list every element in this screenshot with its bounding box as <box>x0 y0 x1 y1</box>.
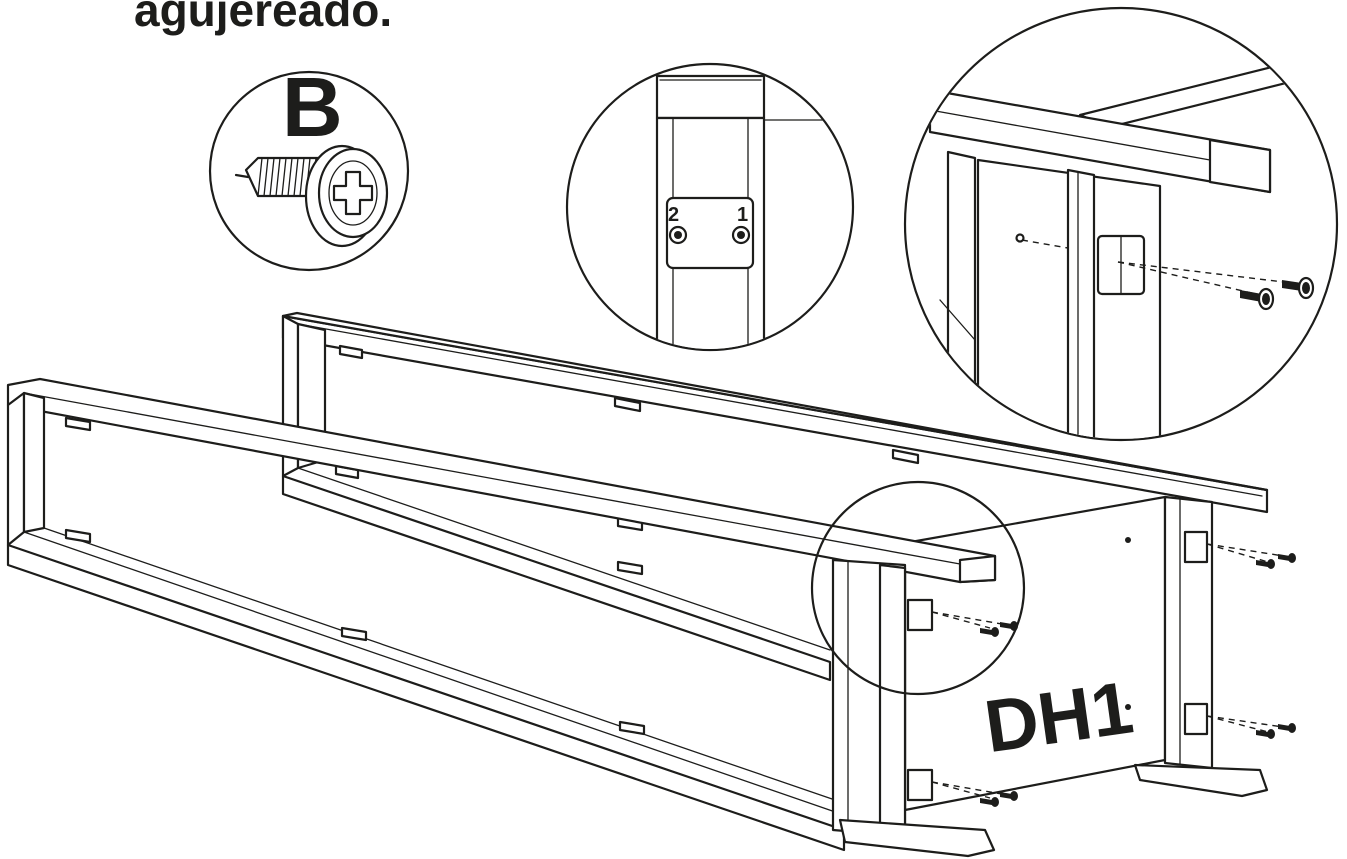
magnify-circle <box>810 480 1026 696</box>
screw-callout: B <box>208 60 410 272</box>
screw-icon <box>234 144 389 248</box>
panel-joint-icon <box>928 58 1332 439</box>
frame-assembly-icon: DH1 <box>6 311 1296 858</box>
bracket-detail-callout: 2 1 <box>565 62 855 352</box>
panel-label-dh1: DH1 <box>980 665 1138 768</box>
part-letter-label: B <box>282 60 343 154</box>
instruction-caption: agujereado. <box>134 0 392 36</box>
panel-detail-callout <box>903 6 1339 442</box>
screw-order-left: 2 <box>668 204 679 226</box>
screw-order-right: 1 <box>737 204 748 226</box>
bracket-icon <box>665 196 755 270</box>
